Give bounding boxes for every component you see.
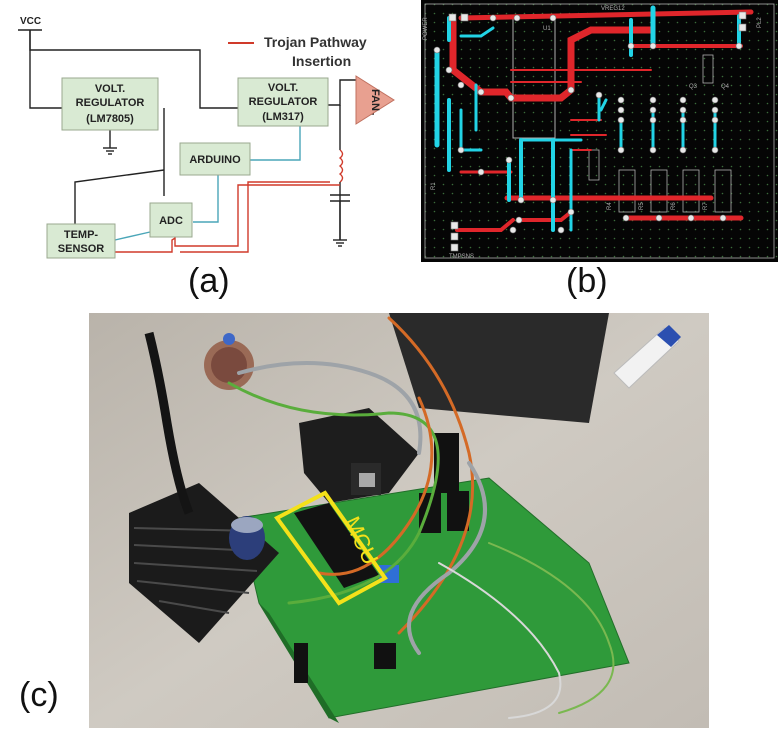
svg-text:VOLT.: VOLT. bbox=[95, 83, 125, 95]
fan-symbol: FAN bbox=[355, 75, 395, 125]
svg-text:TEMP-: TEMP- bbox=[64, 229, 99, 241]
ground-symbol-reg1 bbox=[103, 147, 117, 155]
fan-label: FAN bbox=[369, 89, 381, 111]
board-wires bbox=[227, 316, 615, 719]
svg-text:ADC: ADC bbox=[159, 215, 183, 227]
ground-symbol-cap bbox=[333, 239, 347, 247]
inductor-symbol bbox=[338, 149, 344, 183]
pcb-pads bbox=[433, 11, 747, 252]
caption-b: (b) bbox=[566, 262, 608, 300]
pcb-label-r5: R5 bbox=[639, 202, 645, 210]
pcb-label-q4: Q4 bbox=[721, 84, 730, 90]
pcb-label-r6: R6 bbox=[671, 202, 677, 210]
schematic-blue-wires bbox=[114, 125, 301, 241]
block-temp-sensor: TEMP- SENSOR bbox=[46, 223, 116, 259]
mcu-highlight-box bbox=[274, 490, 388, 606]
pcb-label-ic: U1 bbox=[543, 26, 551, 32]
pcb-label-r4: R4 bbox=[607, 202, 613, 210]
pcb-label-pl2: PL2 bbox=[757, 17, 763, 28]
schematic-diagram: VCC Trojan Pathway Insertion VOLT. REGUL… bbox=[18, 16, 395, 259]
vcc-label: VCC bbox=[20, 16, 41, 27]
pcb-silk-outlines bbox=[588, 54, 732, 213]
block-regulator-lm7805: VOLT. REGULATOR (LM7805) bbox=[61, 77, 159, 131]
transistors-right bbox=[419, 433, 469, 533]
legend-label-line2: Insertion bbox=[292, 53, 351, 69]
caption-a: (a) bbox=[188, 262, 230, 300]
block-arduino: ARDUINO bbox=[179, 142, 251, 176]
pcb-label-tmpsns: TMPSNS bbox=[449, 254, 474, 260]
background-fan bbox=[389, 313, 609, 423]
block-adc: ADC bbox=[149, 202, 193, 238]
trojan-pathway-wire bbox=[115, 181, 340, 253]
pin-headers bbox=[294, 643, 396, 683]
marker-pen bbox=[613, 325, 681, 389]
heatsink-top bbox=[299, 408, 419, 503]
svg-text:(LM7805): (LM7805) bbox=[86, 113, 134, 125]
svg-text:SENSOR: SENSOR bbox=[58, 243, 105, 255]
board-photo: MCU bbox=[89, 313, 709, 728]
pcb-label-r7: R7 bbox=[703, 202, 709, 210]
electrolytic-capacitor bbox=[229, 516, 265, 560]
mcu-chip bbox=[294, 503, 379, 588]
power-cable bbox=[144, 331, 194, 515]
legend-label-line1: Trojan Pathway bbox=[264, 34, 367, 50]
svg-text:REGULATOR: REGULATOR bbox=[76, 97, 145, 109]
pcb-cyan-traces bbox=[434, 5, 741, 232]
svg-text:REGULATOR: REGULATOR bbox=[249, 96, 318, 108]
svg-text:ARDUINO: ARDUINO bbox=[189, 154, 241, 166]
pcb-label-r1: R1 bbox=[431, 182, 437, 190]
pcb-label-power: POWER bbox=[423, 17, 429, 40]
svg-text:(LM317): (LM317) bbox=[262, 111, 304, 123]
pcb-label-q3: Q3 bbox=[689, 84, 698, 90]
block-regulator-lm317: VOLT. REGULATOR (LM317) bbox=[237, 77, 329, 127]
caption-c: (c) bbox=[19, 676, 59, 714]
svg-text:VOLT.: VOLT. bbox=[268, 82, 298, 94]
pcb-label-vreg: VREG12 bbox=[601, 6, 625, 12]
pcb-outline bbox=[424, 3, 775, 259]
pcb-layout: POWER PL2 VREG12 U1 TMPSNS R1 R4 R5 R6 R… bbox=[421, 0, 778, 262]
